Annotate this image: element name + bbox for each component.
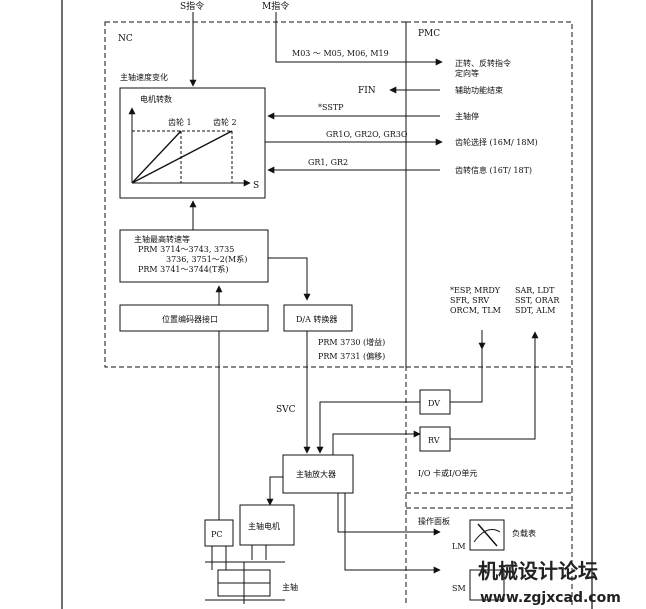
rv-label: RV (428, 436, 440, 445)
pmc-region (406, 21, 573, 605)
da-converter-label: D/A 转换器 (296, 314, 337, 324)
spindle-motor-box (239, 504, 295, 546)
sm-label: SM (452, 584, 466, 593)
watermark-title: 机械设计论坛 (478, 559, 598, 583)
speed-meter-box (469, 569, 505, 601)
amplifier-to-rv-arrow (332, 430, 421, 455)
load-meter-label: 负载表 (512, 528, 536, 538)
max-speed-line1: PRM 3714～3743, 3735 (138, 245, 234, 254)
gr-in-label: GR1, GR2 (308, 158, 348, 167)
gear1-label: 齿轮 1 (168, 117, 192, 127)
gear1-curve (131, 130, 182, 184)
pc-label: PC (211, 530, 223, 539)
speed-graph-box (119, 87, 266, 199)
svc-label: SVC (276, 405, 296, 415)
encoder-interface-box (119, 304, 269, 332)
da-converter-box (283, 304, 353, 332)
dv-label: DV (428, 399, 440, 408)
amplifier-to-lm-arrow (337, 493, 441, 536)
motor-speed-label: 电机转数 (140, 94, 172, 104)
speed-change-label: 主轴速度变化 (120, 72, 168, 82)
max-speed-line2: 3736, 3751～2(M系) (166, 254, 247, 264)
prm-offset-label: PRM 3731 (偏移) (318, 351, 385, 361)
nc-title: NC (118, 34, 133, 44)
rv-to-pmc-arrow (450, 331, 539, 440)
spindle-motor-label: 主轴电机 (248, 521, 280, 531)
io-unit-label: I/O 卡或I/O单元 (418, 468, 477, 478)
pmc-title: PMC (418, 29, 440, 39)
amplifier-to-motor-arrow (266, 476, 283, 506)
signals-left-2: SFR, SRV (450, 296, 489, 305)
graph-x-label: S (253, 181, 259, 191)
pc-box (204, 519, 234, 547)
gr-out-label: GR1O, GR2O, GR3O (326, 130, 408, 139)
m-command-label: M指令 (262, 0, 289, 12)
spindle-stop-label: 主轴停 (455, 111, 479, 121)
lm-label: LM (452, 542, 466, 551)
fwd-rev-label-1: 正转、反转指令 (455, 58, 511, 68)
dv-to-amplifier-arrow (316, 401, 420, 454)
gear2-label: 齿轮 2 (213, 117, 237, 127)
signals-right-3: SDT, ALM (515, 306, 555, 315)
encoder-interface-label: 位置编码器接口 (162, 314, 218, 324)
spindle-label: 主轴 (282, 582, 298, 592)
watermark-url: www.zgjxcad.com (480, 590, 621, 606)
signals-left-1: *ESP, MRDY (450, 286, 501, 295)
fin-label: FIN (358, 86, 376, 96)
panel-title: 操作面板 (418, 516, 450, 526)
spindle-amplifier-box (282, 454, 354, 494)
max-speed-box (119, 229, 269, 283)
gear-info-label: 齿转信息 (16T/ 18T) (455, 165, 532, 175)
meter-scale-icon (473, 529, 501, 543)
max-speed-title: 主轴最高转速等 (134, 234, 190, 244)
aux-end-label: 辅助功能结束 (455, 85, 503, 95)
fwd-rev-label-2: 定向等 (455, 68, 479, 78)
pmc-to-dv-line (450, 349, 483, 403)
spindle-amplifier-label: 主轴放大器 (296, 469, 336, 479)
sstp-label: *SSTP (318, 103, 344, 112)
prm-gain-label: PRM 3730 (增益) (318, 337, 385, 347)
signals-right-2: SST, ORAR (515, 296, 560, 305)
m-command-arrow (275, 12, 443, 66)
amplifier-to-sm-arrow (344, 493, 441, 574)
signals-right-1: SAR, LDT (515, 286, 555, 295)
m-codes-label: M03 ～ M05, M06, M19 (292, 49, 389, 58)
signals-left-3: ORCM, TLM (450, 306, 501, 315)
maxspeed-to-da-arrow (268, 257, 311, 301)
meter-needle-icon (477, 523, 498, 547)
load-meter-box (469, 519, 505, 551)
max-speed-line3: PRM 3741～3744(T系) (138, 264, 228, 274)
gear-select-label: 齿轮选择 (16M/ 18M) (455, 137, 538, 147)
s-command-label: S指令 (180, 0, 204, 12)
gear2-curve (131, 130, 233, 184)
